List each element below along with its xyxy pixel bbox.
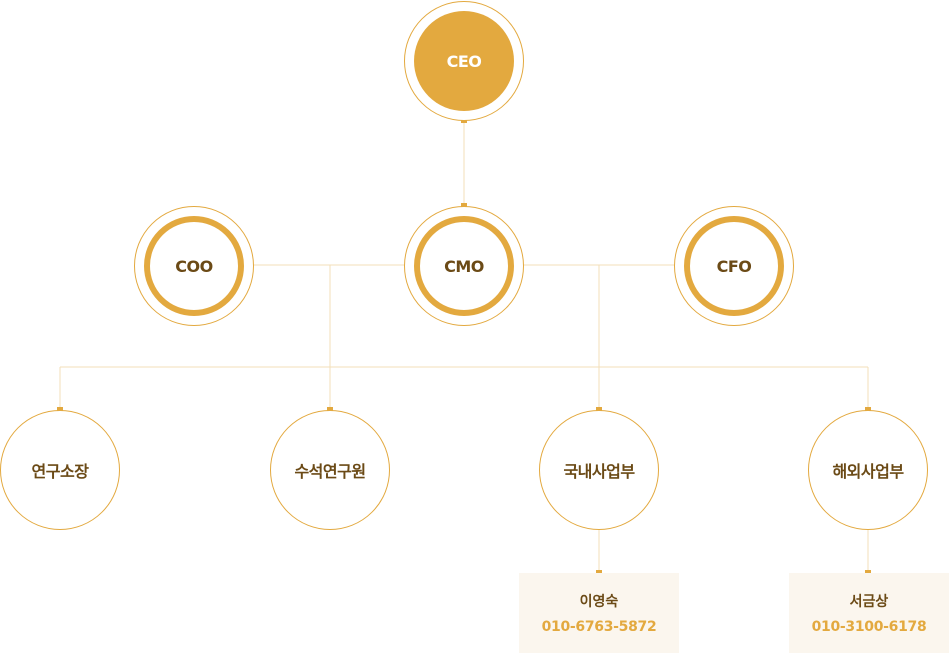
contact-name-overseas: 서금상 [849,594,889,610]
node-cmo-label: CMO [444,256,484,276]
node-coo-label: COO [175,256,213,276]
node-coo: COO [134,206,254,326]
node-ceo: CEO [404,1,524,121]
node-overseas-business-label: 해외사업부 [832,462,904,481]
node-cfo: CFO [674,206,794,326]
contact-card-domestic: 이영숙 010-6763-5872 [519,573,679,653]
node-overseas-business: 해외사업부 [808,410,928,530]
node-domestic-business: 국내사업부 [539,410,659,530]
contact-phone-domestic[interactable]: 010-6763-5872 [541,619,657,635]
contact-name-domestic: 이영숙 [579,594,619,610]
node-ceo-label: CEO [446,51,482,71]
contact-phone-overseas[interactable]: 010-3100-6178 [811,619,927,635]
node-chief-researcher: 수석연구원 [270,410,390,530]
node-cmo: CMO [404,206,524,326]
node-research-director-label: 연구소장 [31,462,89,481]
contact-card-overseas: 서금상 010-3100-6178 [789,573,949,653]
node-cfo-label: CFO [716,256,752,276]
node-domestic-business-label: 국내사업부 [563,462,635,481]
node-chief-researcher-label: 수석연구원 [294,462,366,481]
node-research-director: 연구소장 [0,410,120,530]
